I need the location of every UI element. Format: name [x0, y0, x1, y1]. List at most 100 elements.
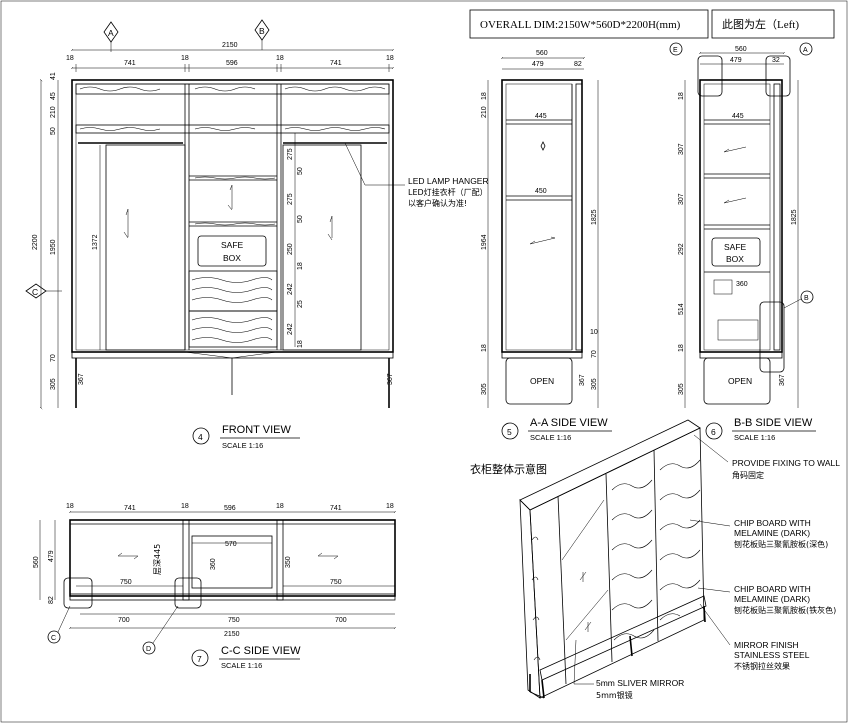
svg-text:50: 50	[297, 167, 304, 175]
svg-text:41: 41	[50, 72, 57, 80]
header: OVERALL DIM:2150W*560D*2200H(mm) 此图为左（Le…	[469, 9, 835, 39]
svg-text:E: E	[673, 47, 678, 54]
svg-text:560: 560	[536, 50, 548, 57]
svg-text:242: 242	[287, 283, 294, 295]
svg-text:PROVIDE FIXING TO WALL: PROVIDE FIXING TO WALL	[732, 458, 840, 468]
svg-text:5: 5	[507, 427, 512, 437]
svg-text:1950: 1950	[50, 239, 57, 255]
svg-text:18: 18	[386, 503, 394, 510]
svg-text:18: 18	[481, 344, 488, 352]
led-note-en: LED LAMP HANGER	[408, 176, 489, 186]
svg-text:292: 292	[678, 243, 685, 255]
svg-text:18: 18	[181, 55, 189, 62]
svg-text:741: 741	[124, 505, 136, 512]
svg-text:不锈钢拉丝效果: 不锈钢拉丝效果	[734, 661, 790, 671]
svg-text:570: 570	[225, 541, 237, 548]
svg-text:307: 307	[678, 143, 685, 155]
svg-text:18: 18	[181, 503, 189, 510]
svg-text:OPEN: OPEN	[530, 376, 554, 386]
svg-text:18: 18	[66, 503, 74, 510]
svg-text:18: 18	[386, 55, 394, 62]
front-view: A B 2150 18 741 18 596 18 741 18	[25, 19, 489, 450]
svg-text:BOX: BOX	[223, 253, 241, 263]
svg-text:750: 750	[330, 579, 342, 586]
svg-text:1372: 1372	[92, 234, 99, 250]
svg-text:367: 367	[779, 374, 786, 386]
svg-text:445: 445	[732, 113, 744, 120]
svg-text:445: 445	[535, 113, 547, 120]
svg-text:C: C	[32, 287, 38, 297]
svg-text:741: 741	[330, 60, 342, 67]
svg-text:305: 305	[481, 383, 488, 395]
svg-text:18: 18	[276, 503, 284, 510]
aa-side-view: 560 479 82 445 450 OPEN 18 210 1964 18 3…	[481, 50, 612, 442]
svg-text:250: 250	[287, 243, 294, 255]
front-view-title: FRONT VIEW	[222, 424, 291, 436]
svg-text:18: 18	[481, 92, 488, 100]
svg-text:10: 10	[590, 329, 598, 336]
svg-text:305: 305	[591, 378, 598, 390]
svg-text:305: 305	[678, 383, 685, 395]
svg-text:5mm银镜: 5mm银镜	[596, 690, 633, 700]
svg-text:OPEN: OPEN	[728, 376, 752, 386]
svg-text:18: 18	[297, 340, 304, 348]
bb-view-title: B-B SIDE VIEW	[734, 417, 813, 429]
svg-text:367: 367	[78, 373, 85, 385]
overall-dim-text: OVERALL DIM:2150W*560D*2200H(mm)	[480, 19, 681, 31]
svg-text:A: A	[108, 28, 114, 38]
section-marker-d: D	[142, 605, 179, 655]
svg-text:25: 25	[297, 300, 304, 308]
svg-text:367: 367	[387, 373, 394, 385]
iso-view: 衣柜整体示意图 PROVIDE FIXING TO WALL 角码固定 CHIP…	[470, 419, 840, 700]
svg-text:STAINLESS STEEL: STAINLESS STEEL	[734, 650, 810, 660]
svg-text:1825: 1825	[591, 209, 598, 225]
iso-title: 衣柜整体示意图	[470, 462, 547, 476]
svg-text:SCALE 1:16: SCALE 1:16	[734, 433, 775, 442]
svg-text:307: 307	[678, 193, 685, 205]
section-marker-b-bb: B	[783, 290, 814, 309]
svg-text:1825: 1825	[791, 209, 798, 225]
svg-text:70: 70	[591, 350, 598, 358]
cc-side-view: 18 741 18 596 18 741 18 570 360 350 层深44…	[33, 503, 395, 670]
svg-text:18: 18	[678, 92, 685, 100]
svg-text:角码固定: 角码固定	[732, 470, 764, 480]
svg-text:层深445: 层深445	[153, 544, 162, 575]
aa-view-title: A-A SIDE VIEW	[530, 417, 608, 429]
svg-text:SCALE 1:16: SCALE 1:16	[222, 441, 263, 450]
svg-text:32: 32	[772, 57, 780, 64]
svg-text:750: 750	[228, 617, 240, 624]
svg-text:2200: 2200	[32, 234, 39, 250]
svg-text:741: 741	[330, 505, 342, 512]
svg-text:18: 18	[297, 262, 304, 270]
svg-text:2150: 2150	[224, 631, 240, 638]
svg-text:596: 596	[226, 60, 238, 67]
svg-text:560: 560	[33, 556, 40, 568]
svg-text:700: 700	[335, 617, 347, 624]
front-safe-box	[197, 235, 267, 267]
svg-text:A: A	[803, 47, 808, 54]
bb-side-view: E A 560 479 32 445 SAFE BOX 360 B	[669, 42, 816, 442]
svg-text:SAFE: SAFE	[221, 240, 244, 250]
svg-text:360: 360	[736, 281, 748, 288]
svg-text:479: 479	[730, 57, 742, 64]
svg-text:700: 700	[118, 617, 130, 624]
svg-text:50: 50	[50, 127, 57, 135]
svg-text:SAFE: SAFE	[724, 242, 747, 252]
svg-text:210: 210	[50, 106, 57, 118]
svg-text:242: 242	[287, 323, 294, 335]
svg-text:275: 275	[287, 148, 294, 160]
cc-view-title: C-C SIDE VIEW	[221, 645, 301, 657]
section-marker-e: E	[669, 42, 683, 56]
svg-text:MELAMINE (DARK): MELAMINE (DARK)	[734, 594, 810, 604]
svg-text:B: B	[259, 26, 265, 36]
svg-text:479: 479	[532, 61, 544, 68]
side-note-text: 此图为左（Left)	[722, 18, 799, 31]
svg-text:750: 750	[120, 579, 132, 586]
led-note-cn2: 以客户确认为准!	[408, 198, 467, 208]
led-note-cn1: LED灯挂衣杆（厂配）	[408, 187, 488, 197]
svg-text:741: 741	[124, 60, 136, 67]
svg-text:45: 45	[50, 92, 57, 100]
svg-text:18: 18	[276, 55, 284, 62]
